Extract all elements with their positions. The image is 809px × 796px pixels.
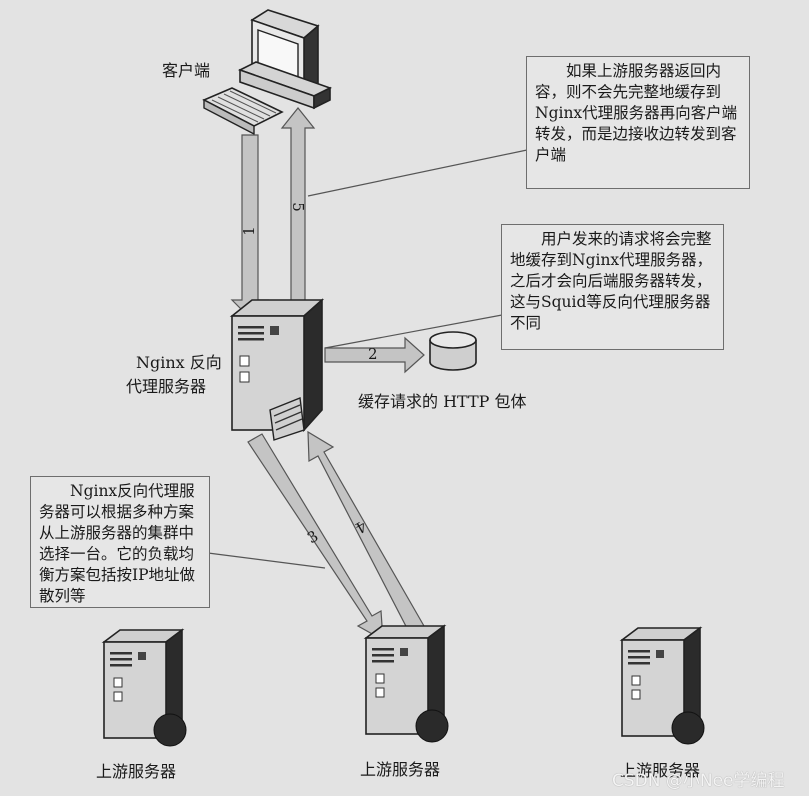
upstream-left-label: 上游服务器 (96, 762, 177, 781)
arrow-4 (307, 430, 425, 635)
note-request-text: 用户发来的请求将会完整地缓存到Nginx代理服务器，之后才会向后端服务器转发，这… (510, 230, 713, 332)
client-label: 客户端 (162, 61, 211, 80)
cache-label: 缓存请求的 HTTP 包体 (358, 392, 527, 411)
note-balance-text: Nginx反向代理服务器可以根据多种方案从上游服务器的集群中选择一台。它的负载均… (39, 482, 196, 605)
note-response: 如果上游服务器返回内容，则不会先完整地缓存到Nginx代理服务器再向客户端转发，… (526, 56, 750, 189)
client-computer-icon (202, 9, 333, 136)
proxy-server-icon (229, 298, 325, 441)
upstream-server-right-icon (621, 627, 705, 745)
step-1-label: 1 (239, 226, 258, 236)
note-request: 用户发来的请求将会完整地缓存到Nginx代理服务器，之后才会向后端服务器转发，这… (501, 224, 724, 350)
upstream-server-left-icon (103, 629, 187, 747)
note-response-connector (307, 149, 528, 197)
watermark: CSDN @小Nee学编程 (612, 771, 785, 791)
note-request-connector (324, 314, 503, 349)
proxy-label-line1: Nginx 反向 (136, 353, 222, 372)
cache-disk-icon (429, 331, 477, 371)
upstream-middle-label: 上游服务器 (360, 760, 441, 779)
arrow-2 (324, 336, 425, 374)
step-2-label: 2 (368, 345, 378, 363)
upstream-right-label: 上游服务器 (620, 761, 701, 780)
step-5-label: 5 (288, 202, 307, 212)
proxy-label-line2: 代理服务器 (126, 377, 207, 396)
note-balance-connector (207, 552, 326, 569)
note-response-text: 如果上游服务器返回内容，则不会先完整地缓存到Nginx代理服务器再向客户端转发，… (535, 62, 738, 164)
note-balance: Nginx反向代理服务器可以根据多种方案从上游服务器的集群中选择一台。它的负载均… (30, 476, 210, 608)
upstream-server-middle-icon (365, 625, 449, 743)
arrow-5 (280, 107, 316, 313)
